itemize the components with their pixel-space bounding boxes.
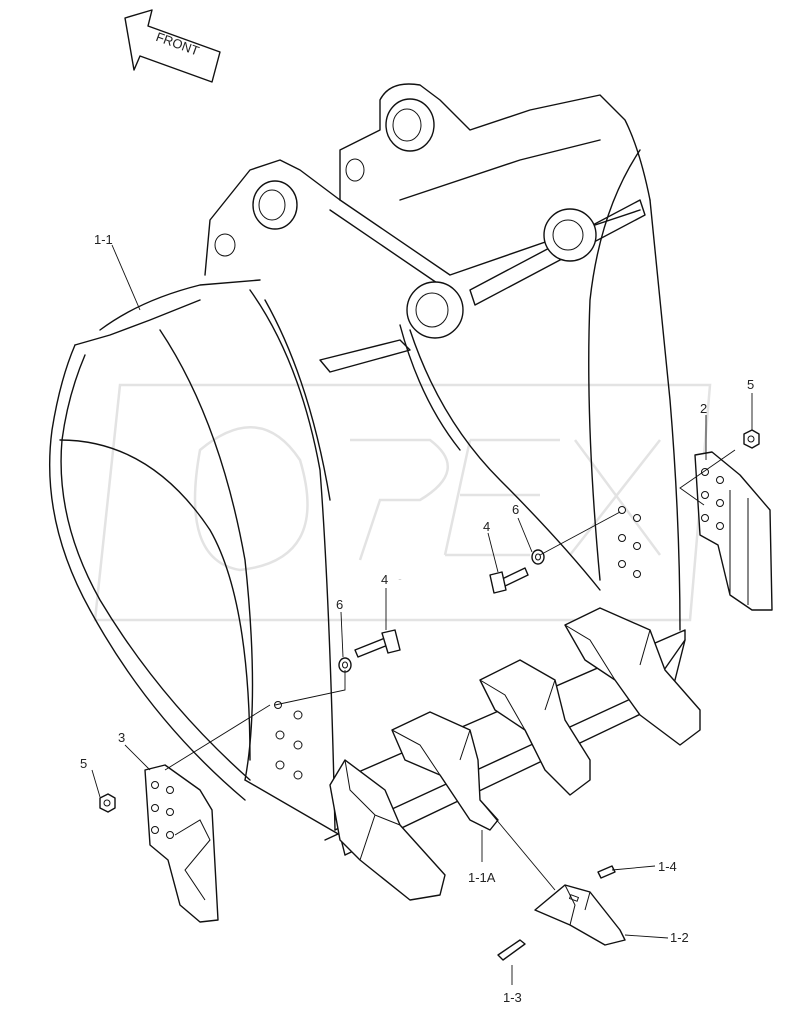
label-2: 2 xyxy=(700,401,707,416)
pin-boss xyxy=(214,98,597,339)
side-cutter-left xyxy=(144,764,219,923)
label-6-right: 6 xyxy=(512,502,519,517)
side-cutter-right xyxy=(694,451,773,611)
label-5-left: 5 xyxy=(80,756,87,771)
label-1-3: 1-3 xyxy=(503,990,522,1005)
tooth-point xyxy=(534,884,626,946)
watermark-text: OPEX xyxy=(399,579,402,581)
label-4-right: 4 xyxy=(483,519,490,534)
nut xyxy=(743,429,760,449)
tooth-adapter xyxy=(329,759,446,901)
label-1-1A: 1-1A xyxy=(468,870,496,885)
label-6-left: 6 xyxy=(336,597,343,612)
nut xyxy=(99,793,116,813)
washer xyxy=(531,549,545,565)
tooth-adapter xyxy=(391,711,499,831)
bolt xyxy=(354,629,401,658)
watermark-gear-logo xyxy=(93,383,712,622)
washer xyxy=(338,657,352,673)
front-arrow-icon: FRONT xyxy=(124,9,221,83)
label-1-1: 1-1 xyxy=(94,232,113,247)
label-4-left: 4 xyxy=(381,572,388,587)
callout-labels: 1-1 1-1A 1-2 1-3 1-4 2 3 4 4 5 5 6 6 xyxy=(80,232,754,1005)
leader-lines xyxy=(91,244,753,985)
label-5-right: 5 xyxy=(747,377,754,392)
label-1-2: 1-2 xyxy=(670,930,689,945)
tooth-lock xyxy=(597,865,616,879)
bolt xyxy=(489,567,529,594)
bucket-body xyxy=(49,83,686,856)
label-1-4: 1-4 xyxy=(658,859,677,874)
tooth-adapter xyxy=(479,659,591,796)
side-bolt-holes-left xyxy=(274,701,303,780)
tooth-pin xyxy=(497,939,526,961)
tooth-adapters xyxy=(329,607,701,901)
side-bolt-holes-right xyxy=(618,506,641,578)
label-3: 3 xyxy=(118,730,125,745)
tooth-adapter xyxy=(564,607,701,746)
